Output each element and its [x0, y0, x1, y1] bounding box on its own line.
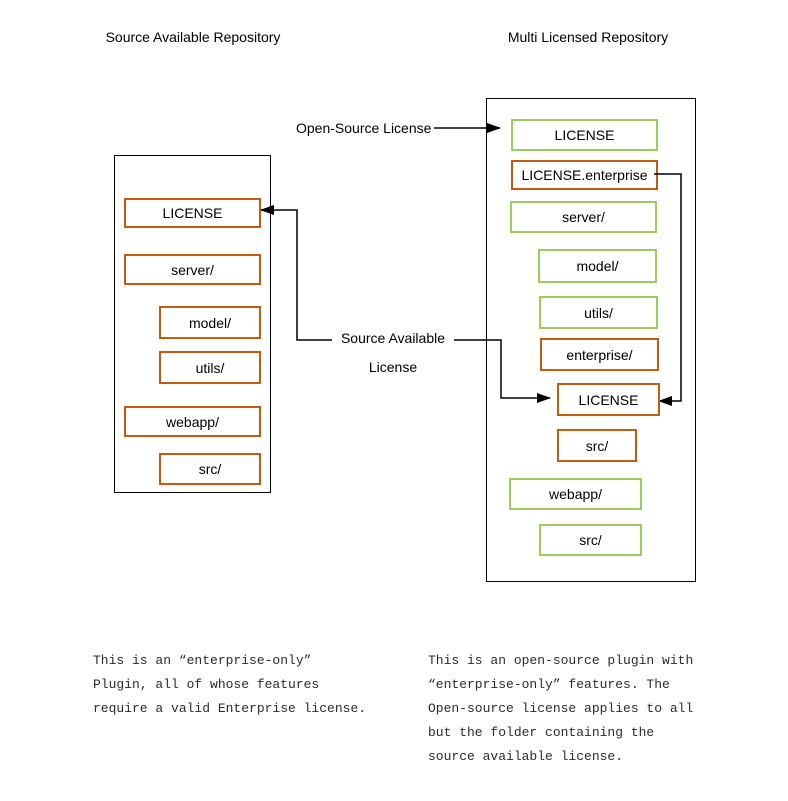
right-box-license-open: LICENSE: [511, 119, 658, 151]
left-box-utils: utils/: [159, 351, 261, 384]
left-box-src: src/: [159, 453, 261, 485]
right-note-line: but the folder containing the: [428, 725, 655, 740]
right-box-enterprise-folder: enterprise/: [540, 338, 659, 371]
left-box-model: model/: [159, 306, 261, 339]
right-box-utils: utils/: [539, 296, 658, 329]
right-box-license-enterprise: LICENSE.enterprise: [511, 160, 658, 190]
right-note-line: Open-source license applies to all: [428, 701, 694, 716]
source-available-license-label-line1: Source Available: [332, 330, 454, 346]
left-note-line: require a valid Enterprise license.: [93, 701, 367, 716]
left-repo-note: This is an “enterprise-only” Plugin, all…: [93, 649, 366, 721]
right-box-src: src/: [539, 524, 642, 556]
source-available-license-label-line2: License: [332, 359, 454, 375]
right-repo-note: This is an open-source plugin with “ente…: [428, 649, 693, 769]
left-box-webapp: webapp/: [124, 406, 261, 437]
right-note-line: “enterprise-only” features. The: [428, 677, 670, 692]
left-note-line: Plugin, all of whose features: [93, 677, 320, 692]
left-box-server: server/: [124, 254, 261, 285]
right-note-line: This is an open-source plugin with: [428, 653, 694, 668]
left-note-line: This is an “enterprise-only”: [93, 653, 312, 668]
right-box-server: server/: [510, 201, 657, 233]
left-repo-title: Source Available Repository: [105, 29, 281, 45]
open-source-license-label: Open-Source License: [293, 120, 435, 136]
left-box-license: LICENSE: [124, 198, 261, 228]
right-box-license-inner: LICENSE: [557, 383, 660, 416]
right-box-model: model/: [538, 249, 657, 283]
right-note-line: source available license.: [428, 749, 624, 764]
right-box-webapp: webapp/: [509, 478, 642, 510]
right-repo-title: Multi Licensed Repository: [507, 29, 669, 45]
right-box-src-inner: src/: [557, 429, 637, 462]
